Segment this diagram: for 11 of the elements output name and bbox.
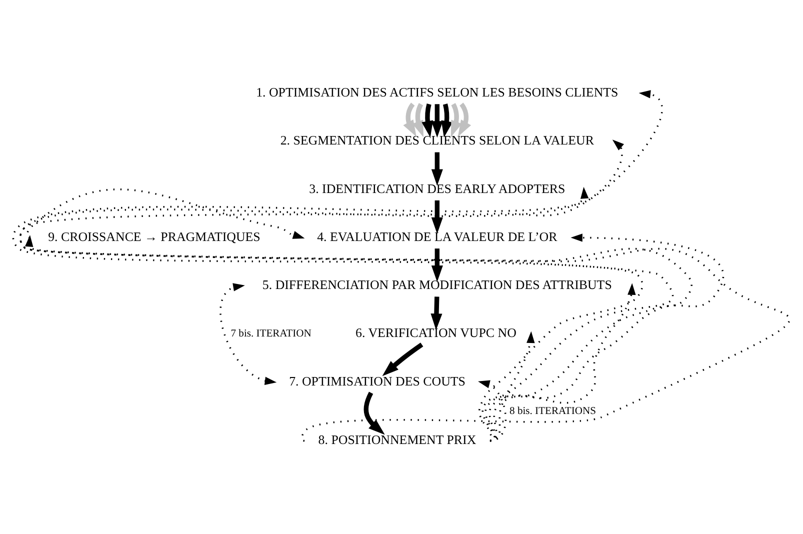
node-text: 9. CROISSANCE → PRAGMATIQUES [48, 228, 260, 244]
node-text: 7. OPTIMISATION DES COUTS [289, 373, 466, 388]
node-text: 6. VERIFICATION VUPC NO [356, 325, 516, 340]
edge-label: 8 bis. ITERATIONS [510, 406, 596, 417]
node-text: 5. DIFFERENCIATION PAR MODIFICATION DES ATTRIBUTS [262, 277, 612, 292]
node-text: 3. IDENTIFICATION DES EARLY ADOPTERS [309, 180, 566, 196]
node-text: 4. EVALUATION DE LA VALEUR DE L’OR [317, 228, 558, 244]
node-text: 8. POSITIONNEMENT PRIX [318, 432, 476, 448]
node-text: 2. SEGMENTATION DES CLIENTS SELON LA VALEUR [280, 132, 594, 148]
node-text: 1. OPTIMISATION DES ACTIFS SELON LES BESOINS CLIENTS [256, 84, 618, 100]
edge-label: 7 bis. ITERATION [230, 328, 312, 340]
